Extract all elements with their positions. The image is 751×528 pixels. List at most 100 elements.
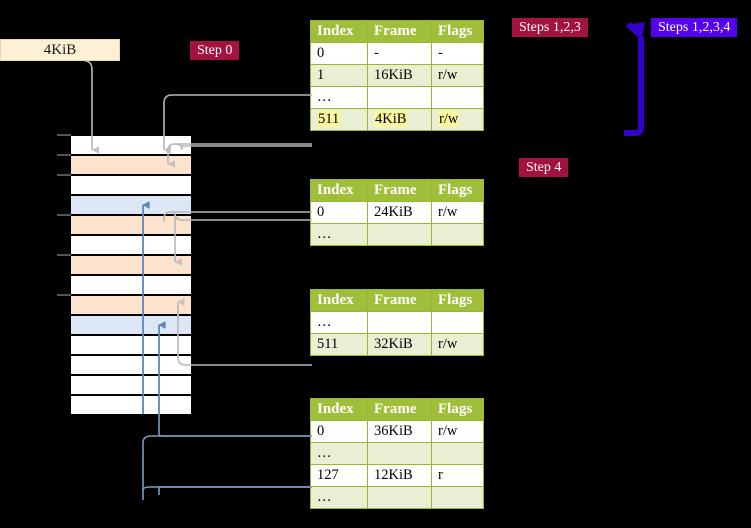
memory-frame-row [71,216,191,236]
memory-row-tick [57,254,71,256]
memory-frame-row [71,316,191,336]
table-cell-idx: 0 [310,420,368,443]
highlighted-value: 4KiB [374,111,408,127]
column-header-flags: Flags [431,20,484,43]
table-cell-flg: r/w [431,333,484,356]
table-cell-idx: … [310,311,368,334]
table-cell-frm [367,86,432,109]
column-header-frame: Frame [367,398,432,421]
table-cell-flg [431,311,484,334]
column-header-frame: Frame [367,289,432,312]
table-cell-idx: … [310,86,368,109]
step-label-steps123: Steps 1,2,3 [512,18,588,37]
table-row: … [310,442,484,465]
memory-frame-row [71,376,191,396]
step-label-step0-text: Step 0 [197,42,233,58]
memory-frame-row [71,236,191,256]
table-cell-frm [367,442,432,465]
memory-row-tick [57,214,71,216]
table-cell-idx: … [310,442,368,465]
column-header-frame: Frame [367,20,432,43]
step-label-step4-text: Step 4 [526,159,562,175]
memory-size-label: 4KiB [43,41,77,58]
table-cell-frm: 32KiB [367,333,432,356]
wire-blue-left-up [142,435,312,490]
memory-row-tick [57,134,71,136]
table-cell-frm: - [367,42,432,65]
table-row: 511 4KiB r/w [310,108,484,131]
table-cell-idx: … [310,223,368,246]
table-cell-idx: … [310,486,368,509]
step-label-steps123-text: Steps 1,2,3 [519,19,581,35]
table-cell-flg: r/w [431,420,484,443]
physical-memory-column [70,134,192,417]
step-label-step0: Step 0 [190,41,240,60]
table-cell-idx: 0 [310,201,368,224]
column-header-index: Index [310,289,368,312]
table-cell-idx: 511 [310,333,368,356]
table-cell-frm: 12KiB [367,464,432,487]
table-cell-idx: 1 [310,64,368,87]
table-cell-frm: 16KiB [367,64,432,87]
wire-blue-bottom-to-table3 [142,414,312,500]
memory-row-tick [57,154,71,156]
memory-frame-row [71,136,191,156]
table-row: … [310,486,484,509]
table-cell-flg: - [431,42,484,65]
memory-size-banner: 4KiB [0,39,120,61]
table-cell-idx: 127 [310,464,368,487]
table-cell-frm: 36KiB [367,420,432,443]
column-header-index: Index [310,179,368,202]
memory-frame-row [71,356,191,376]
table-cell-flg: r/w [431,64,484,87]
table-cell-flg [431,442,484,465]
table-cell-flg [431,223,484,246]
memory-frame-row [71,336,191,356]
column-header-index: Index [310,398,368,421]
highlighted-value: 511 [317,111,341,127]
memory-row-tick [57,294,71,296]
step-label-step4: Step 4 [519,158,569,177]
table-cell-flg [431,486,484,509]
column-header-flags: Flags [431,289,484,312]
memory-frame-row [71,296,191,316]
table-row: … [310,86,484,109]
column-header-index: Index [310,20,368,43]
memory-frame-row [71,176,191,196]
purple-loop-arrow [624,21,645,136]
highlighted-value: r/w [438,111,460,127]
memory-frame-row [71,156,191,176]
table-row: … [310,311,484,334]
table-cell-flg [431,86,484,109]
step-label-steps1234: Steps 1,2,3,4 [651,18,738,37]
table-cell-frm [367,223,432,246]
table-cell-idx: 0 [310,42,368,65]
table-cell-frm [367,486,432,509]
table-cell-flg: r/w [431,201,484,224]
memory-frame-row [71,276,191,296]
wire-table1-to-memory [174,212,312,266]
table-row: … [310,223,484,246]
table-row: 0-- [310,42,484,65]
table-cell-frm: 24KiB [367,201,432,224]
table-cell-idx: 511 [310,108,368,131]
table-cell-flg: r [431,464,484,487]
column-header-frame: Frame [367,179,432,202]
memory-frame-row [71,196,191,216]
step-label-steps1234-text: Steps 1,2,3,4 [658,19,731,35]
memory-frame-row [71,396,191,416]
table-cell-flg: r/w [431,108,484,131]
wire-memory-to-table2 [177,298,312,366]
